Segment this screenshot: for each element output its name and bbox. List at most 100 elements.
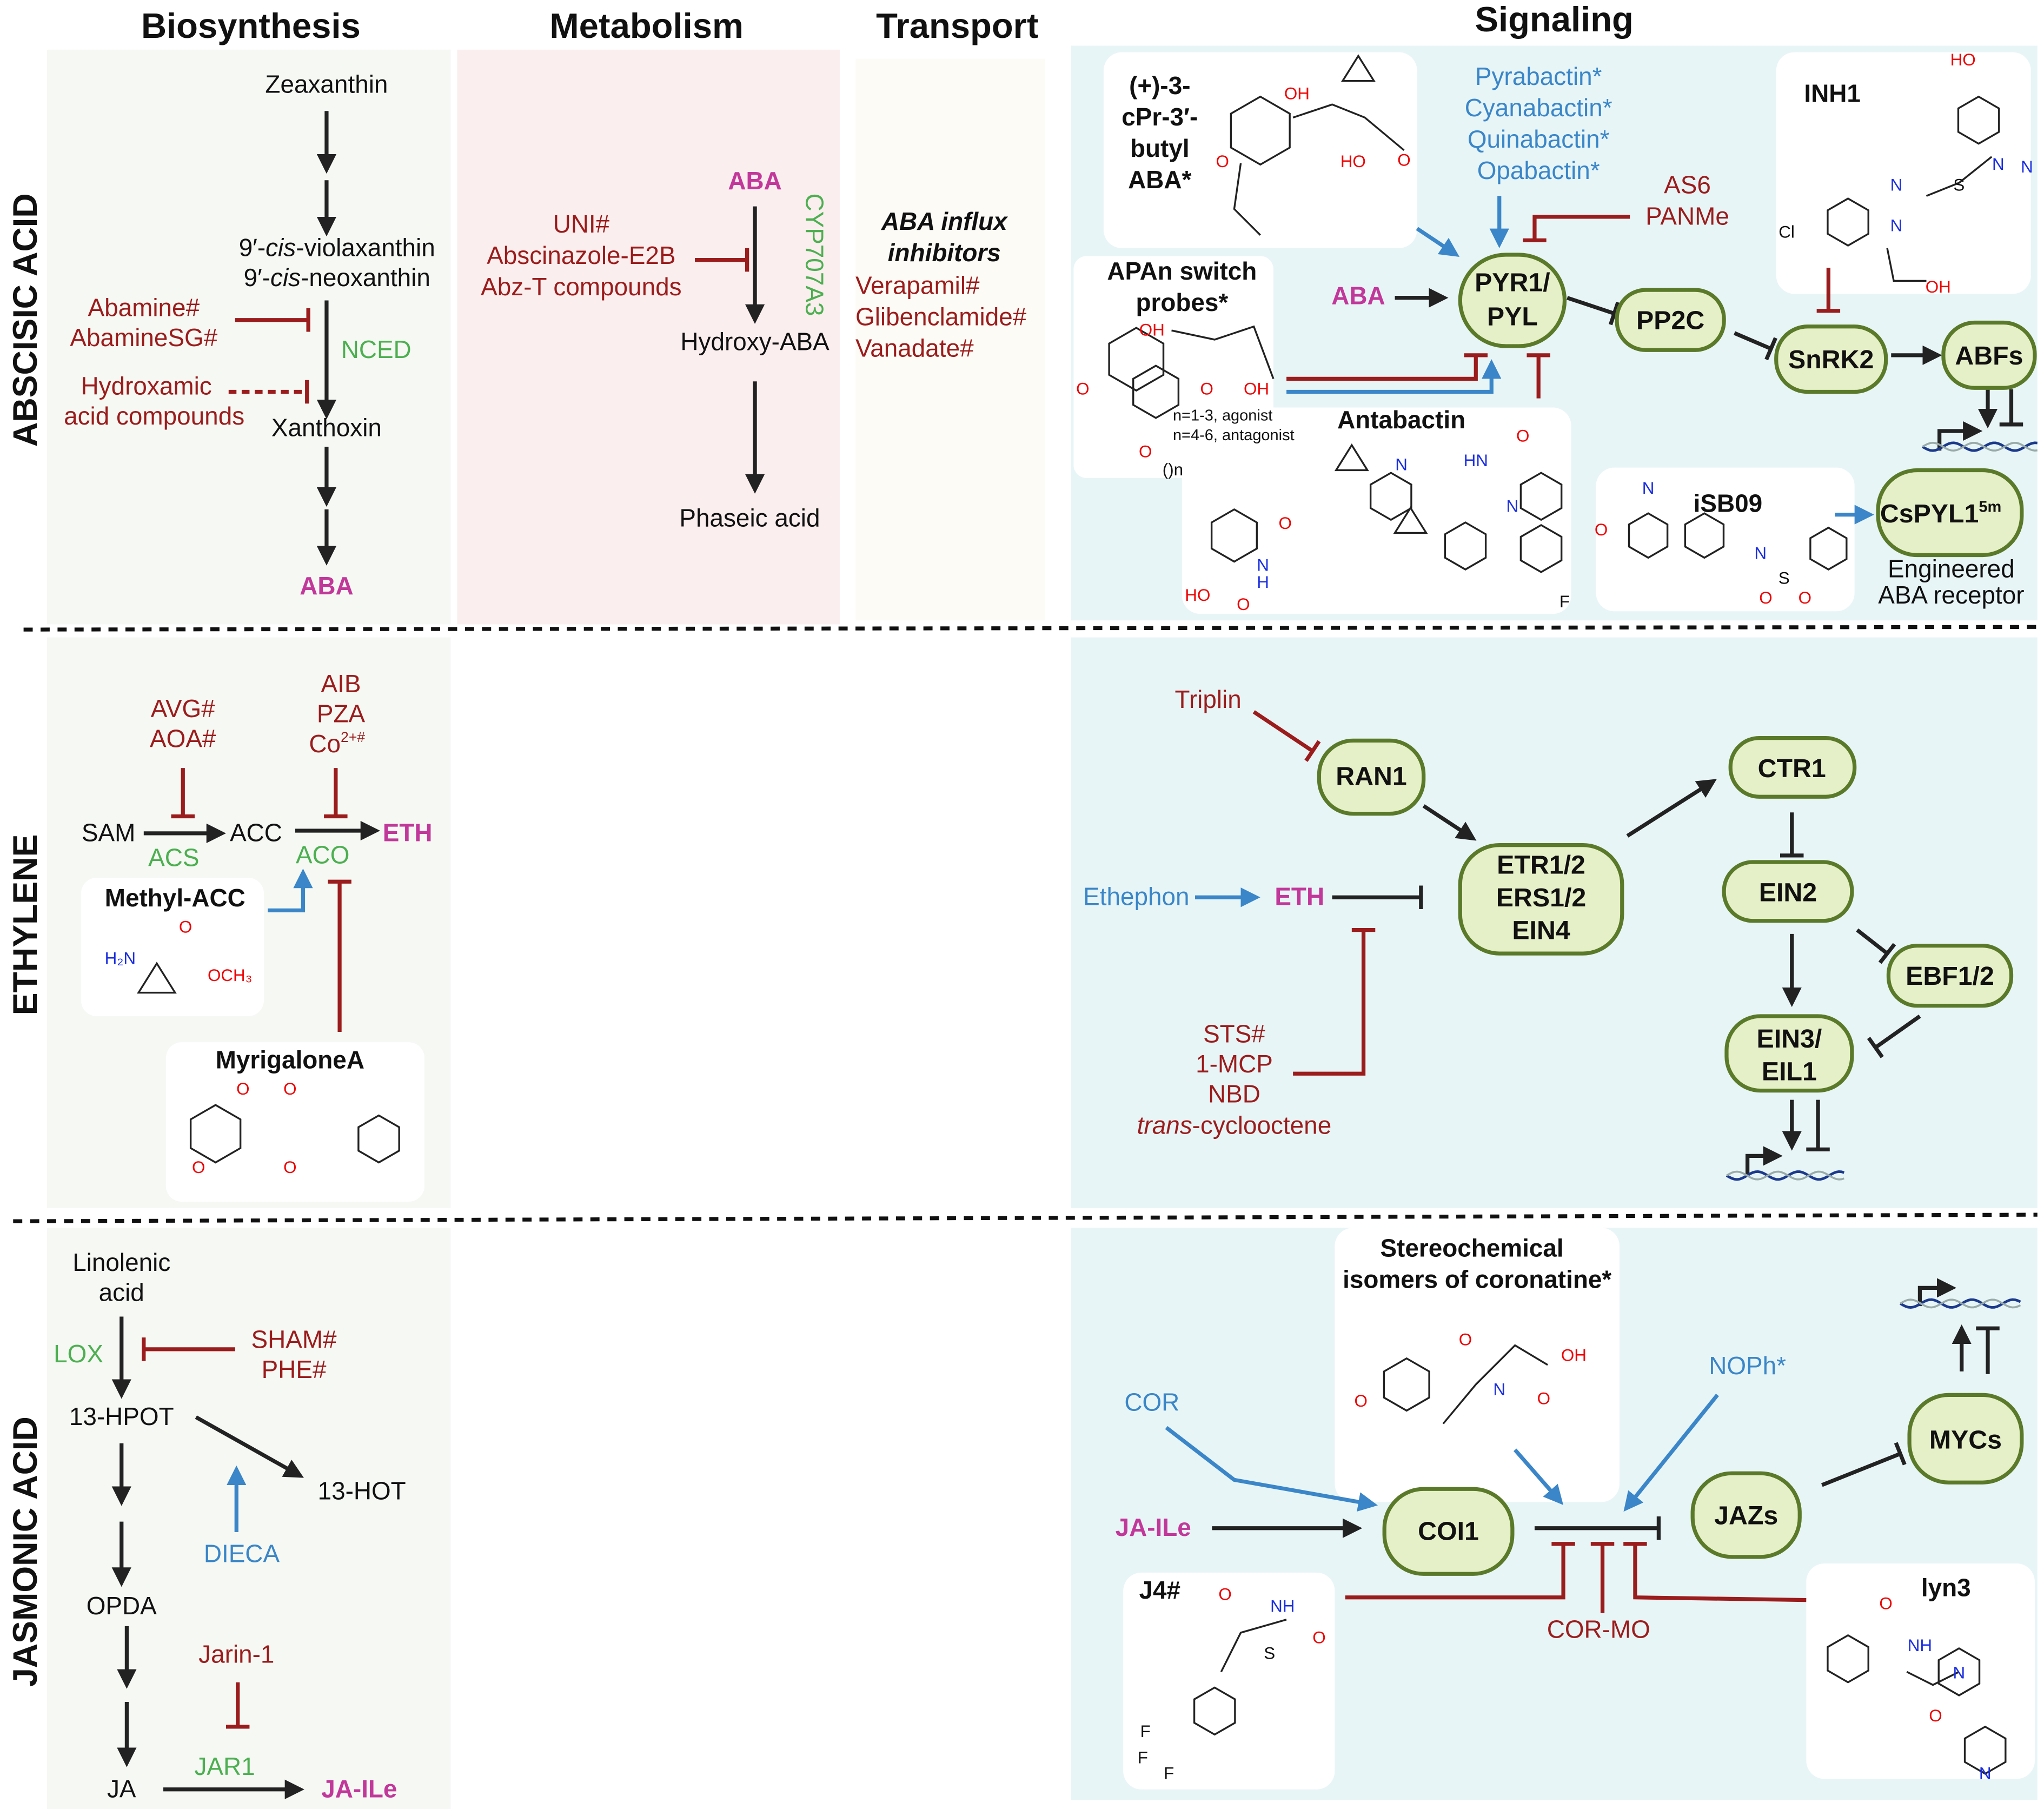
inhibition-line-30: [328, 879, 351, 1032]
ethephon-label: Ethephon: [1083, 883, 1189, 911]
cyclopropyl-bond-icon: [1334, 443, 1369, 472]
svg-text:CTR1: CTR1: [1758, 754, 1826, 783]
jar1-enzyme-label: JAR1: [194, 1752, 255, 1780]
abzt-inhibitor: Abz-T compounds: [481, 273, 681, 301]
ring-bond-icon: [1369, 472, 1412, 521]
hydroxy-aba-label: Hydroxy-ABA: [680, 327, 829, 355]
ring-bond-icon: [1132, 365, 1180, 419]
atom-label: O: [1278, 514, 1291, 533]
atom-label: OH: [1926, 277, 1951, 296]
dna-helix-icon: [1922, 441, 2038, 452]
ring-bond-icon: [1628, 512, 1669, 559]
cpr-aba-label-4: ABA*: [1128, 165, 1191, 194]
eth-product-label: ETH: [383, 818, 433, 846]
atom-label: F: [1140, 1722, 1151, 1741]
atom-label: F: [1138, 1748, 1148, 1767]
atom-label: F: [1559, 592, 1570, 611]
opabactin-agonist: Opabactin*: [1477, 156, 1600, 184]
atom-label: O: [1355, 1391, 1368, 1410]
ring-bond-icon: [1684, 512, 1725, 559]
atom-label: N: [1979, 1764, 1992, 1783]
bond-icon: [1171, 325, 1275, 379]
inhibition-line-58: [1534, 1516, 1661, 1540]
divider-ethylene-ja: [13, 1212, 2038, 1223]
engineered-note-2: ABA receptor: [1878, 581, 2024, 609]
ring-bond-icon: [1519, 472, 1563, 521]
nced-enzyme-label: NCED: [341, 335, 412, 363]
atom-label: N: [1642, 479, 1655, 498]
atom-label: N: [2021, 157, 2033, 176]
inhibition-line-22: [1999, 389, 2023, 427]
1mcp-inhibitor: 1-MCP: [1196, 1050, 1273, 1078]
lox-enzyme-label: LOX: [54, 1340, 103, 1368]
atom-label: HO: [1340, 152, 1366, 171]
atom-label: O: [283, 1158, 296, 1177]
atom-label: H: [1257, 573, 1269, 592]
atom-label: O: [1459, 1330, 1472, 1349]
ring-bond-icon: [1230, 95, 1291, 166]
antabactin-label: Antabactin: [1337, 406, 1465, 434]
abscinazole-inhibitor: Abscinazole-E2B: [487, 241, 675, 269]
cyanabactin-agonist: Cyanabactin*: [1465, 94, 1612, 122]
atom-label: OH: [1284, 84, 1310, 103]
ring-bond-icon: [1957, 95, 2000, 145]
linolenic-label: Linolenic: [72, 1248, 170, 1276]
jarin1-inhibitor: Jarin-1: [198, 1640, 274, 1668]
svg-text:PP2C: PP2C: [1636, 306, 1704, 335]
atom-label: HN: [1464, 451, 1488, 470]
acc-label: ACC: [230, 818, 282, 846]
linolenic-label-2: acid: [99, 1278, 144, 1307]
pathway-connectors: [111, 111, 2038, 1799]
inhibition-line-16: [1816, 268, 1841, 313]
activation-arrow-32: [1422, 804, 1477, 841]
atom-label: O: [1216, 152, 1229, 171]
sam-label: SAM: [82, 818, 135, 846]
inhibition-line-8: [695, 248, 749, 272]
xanthoxin-label: Xanthoxin: [271, 414, 382, 442]
ring-bond-icon: [1210, 508, 1258, 563]
aba-signaling: (+)-3- cPr-3′- butyl ABA* Pyrabactin* Cy…: [1107, 62, 2037, 609]
svg-text:SnRK2: SnRK2: [1788, 345, 1874, 374]
atom-label: O: [1595, 520, 1608, 539]
atom-label: N: [1395, 455, 1408, 474]
ring-bond-icon: [1963, 1725, 2007, 1775]
hydroxamic-inhibitor-2: acid compounds: [64, 402, 244, 430]
svg-text:COI1: COI1: [1418, 1516, 1479, 1546]
svg-text:PYR1/: PYR1/: [1475, 268, 1550, 297]
header-transport: Transport: [876, 6, 1039, 45]
cpr-aba-label-2: cPr-3′-: [1121, 103, 1198, 131]
ring-bond-icon: [357, 1114, 400, 1164]
svg-text:EIN4: EIN4: [1512, 916, 1570, 945]
node-ein3-eil1: EIN3/EIL1: [1724, 1014, 1854, 1093]
atom-label: O: [1537, 1389, 1550, 1408]
avg-inhibitor: AVG#: [151, 694, 215, 723]
node-mycs: MYCs: [1907, 1393, 2024, 1485]
inhibition-line-59: [1821, 1442, 1907, 1487]
aba-metabolism: ABA CYP707A3 UNI# Abscinazole-E2B Abz-T …: [481, 167, 829, 532]
apan-agonist-note: n=1-3, agonist: [1173, 407, 1272, 425]
svg-text:ETR1/2: ETR1/2: [1497, 851, 1585, 880]
aco-enzyme-label: ACO: [296, 840, 349, 869]
activation-arrow-54: [1165, 1426, 1378, 1512]
node-coi1: COI1: [1382, 1487, 1515, 1576]
vanadate-inhibitor: Vanadate#: [855, 334, 974, 362]
inhibition-line-12: [1523, 215, 1630, 243]
atom-label: OH: [1244, 379, 1269, 398]
acs-enzyme-label: ACS: [148, 843, 199, 871]
inhibition-line-20: [1527, 353, 1550, 399]
row-label-ja: JASMONIC ACID: [6, 1416, 44, 1687]
inhibition-line-14: [1567, 296, 1620, 326]
atom-label: O: [179, 917, 192, 936]
j4-label: J4#: [1139, 1576, 1181, 1604]
inhibition-line-6: [228, 380, 309, 404]
cor-label: COR: [1124, 1388, 1179, 1416]
ring-bond-icon: [1937, 1647, 1981, 1697]
svg-text:EIL1: EIL1: [1762, 1057, 1817, 1086]
inh1-label: INH1: [1804, 79, 1861, 107]
activation-arrow-43: [1746, 1146, 1783, 1176]
bond-icon: [1886, 248, 1927, 282]
svg-text:EIN3/: EIN3/: [1757, 1024, 1822, 1053]
inhibition-line-64: [1590, 1542, 1615, 1613]
node-cspyl1-5m: CsPYL15m: [1876, 468, 2024, 558]
apan-label: APAn switch: [1107, 257, 1257, 285]
